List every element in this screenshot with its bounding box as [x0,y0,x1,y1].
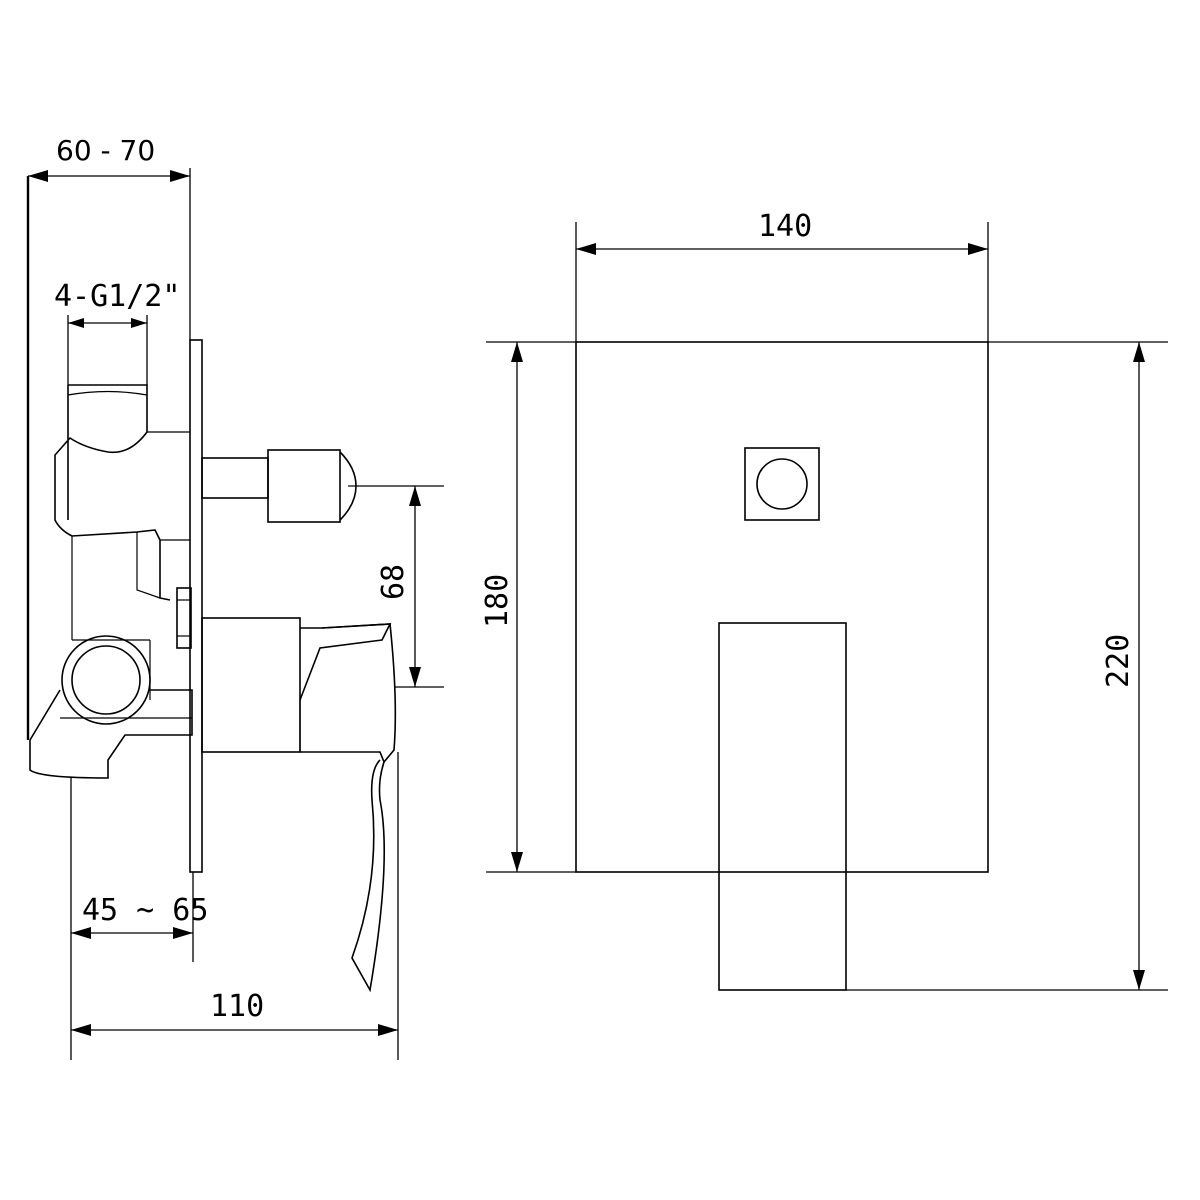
button-frame [744,447,820,521]
fitting-nut [176,587,192,649]
plate-width-label: 140 [758,209,812,244]
lower-housing [201,617,301,753]
dim-connection: 4-G1/2" [54,279,180,385]
handle-spacing-label: 68 [376,564,411,600]
overall-depth-label: 60 - 70 [56,134,155,167]
cover-plate [575,341,989,873]
dim-total-height: 220 [846,341,1168,991]
dim-wall-depth: 45 ~ 65 [70,778,208,1060]
button-circle [756,458,808,510]
dim-handle-projection: 110 [71,752,399,1060]
dim-overall-depth: 60 - 70 [28,134,191,340]
upper-stem [201,457,269,499]
handle-projection-label: 110 [210,989,264,1024]
upper-knob [267,449,341,523]
side-outlet-inner [71,645,141,715]
dimensions: 60 - 70 4-G1/2" 68 180 [28,134,1168,1060]
front-lever [718,622,847,991]
side-view [26,176,397,993]
lever-handle [299,623,392,993]
dim-handle-spacing: 68 [356,485,444,688]
total-height-label: 220 [1101,634,1136,688]
side-outlet-outer [61,635,151,725]
dim-plate-width: 140 [575,209,989,342]
connection-label: 4-G1/2" [54,279,180,314]
valve-base [29,689,193,779]
front-view [575,341,989,991]
wall-depth-label: 45 ~ 65 [82,893,208,928]
valve-body [54,431,171,601]
wall-plate [189,339,203,873]
dim-plate-height: 180 [480,341,576,873]
plate-height-label: 180 [480,574,515,628]
